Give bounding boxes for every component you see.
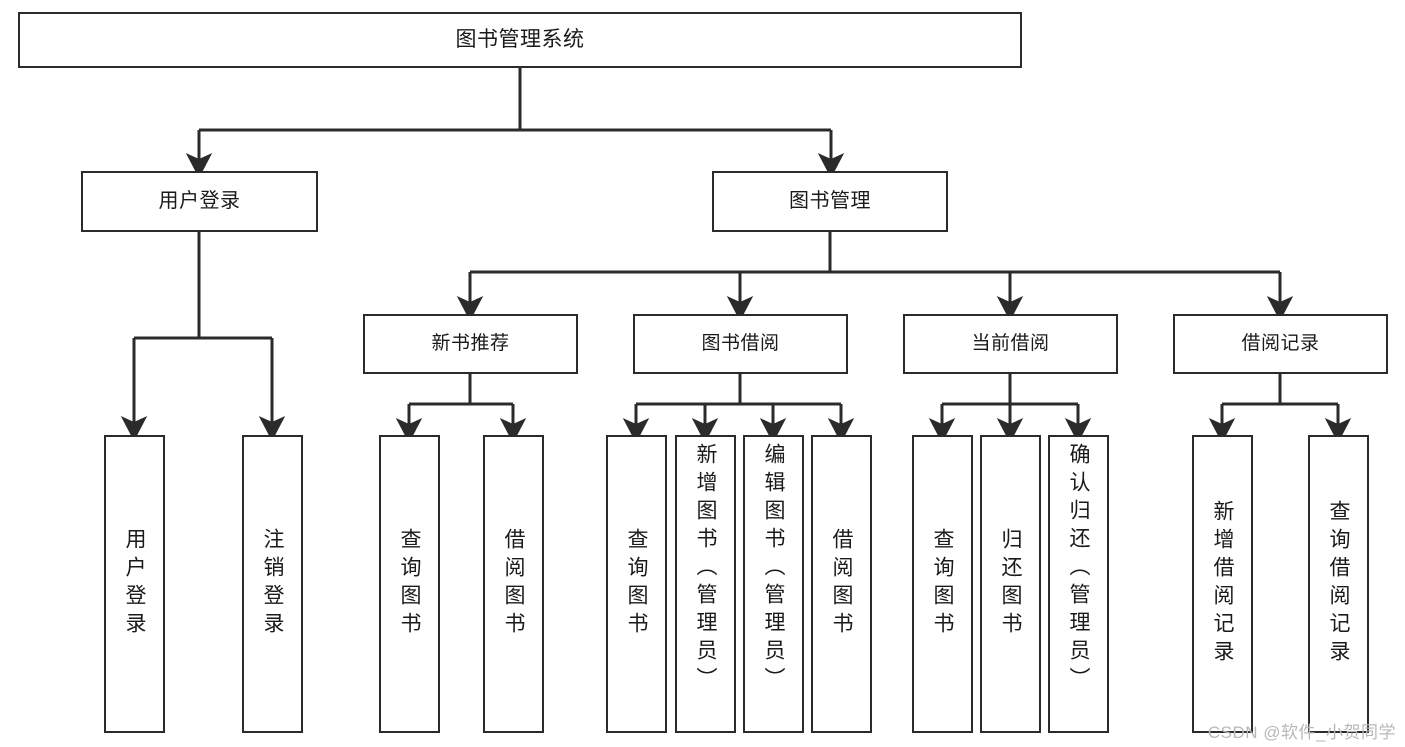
leaf-add-book-admin[interactable]: 新增图书（管理员）	[675, 435, 736, 733]
node-label: 当前借阅	[971, 333, 1050, 355]
leaf-logout[interactable]: 注销登录	[242, 435, 303, 733]
node-label: 图书借阅	[701, 333, 780, 355]
node-label: 用户登录	[158, 190, 241, 212]
node-label: 查询图书	[931, 528, 954, 640]
node-new-book-recommendation[interactable]: 新书推荐	[363, 314, 578, 374]
leaf-add-borrow-record[interactable]: 新增借阅记录	[1192, 435, 1253, 733]
node-label: 新增借阅记录	[1211, 500, 1234, 668]
node-label: 新增图书（管理员）	[694, 443, 717, 695]
node-label: 查询借阅记录	[1327, 500, 1350, 668]
node-label: 归还图书	[999, 528, 1022, 640]
node-user-login[interactable]: 用户登录	[81, 171, 318, 232]
leaf-confirm-return-admin[interactable]: 确认归还（管理员）	[1048, 435, 1109, 733]
node-label: 借阅图书	[830, 528, 853, 640]
leaf-return-book[interactable]: 归还图书	[980, 435, 1041, 733]
leaf-query-book-recommendation[interactable]: 查询图书	[379, 435, 440, 733]
node-label: 编辑图书（管理员）	[762, 443, 785, 695]
leaf-query-book-borrow[interactable]: 查询图书	[606, 435, 667, 733]
leaf-borrow-book[interactable]: 借阅图书	[811, 435, 872, 733]
node-current-borrow[interactable]: 当前借阅	[903, 314, 1118, 374]
node-label: 查询图书	[398, 528, 421, 640]
leaf-query-borrow-record[interactable]: 查询借阅记录	[1308, 435, 1369, 733]
node-label: 图书管理	[789, 190, 871, 212]
leaf-borrow-book-recommendation[interactable]: 借阅图书	[483, 435, 544, 733]
node-borrow-record[interactable]: 借阅记录	[1173, 314, 1388, 374]
node-label: 查询图书	[625, 528, 648, 640]
csdn-watermark: CSDN @软件_小贺同学	[1207, 723, 1396, 742]
leaf-query-book-current[interactable]: 查询图书	[912, 435, 973, 733]
node-label: 新书推荐	[431, 333, 510, 355]
node-label: 图书管理系统	[455, 27, 585, 51]
node-book-manage[interactable]: 图书管理	[712, 171, 948, 232]
node-book-management-system[interactable]: 图书管理系统	[18, 12, 1022, 68]
node-label: 用户登录	[123, 528, 146, 640]
node-book-borrow[interactable]: 图书借阅	[633, 314, 848, 374]
leaf-user-login[interactable]: 用户登录	[104, 435, 165, 733]
node-label: 注销登录	[261, 528, 284, 640]
node-label: 确认归还（管理员）	[1067, 443, 1090, 695]
node-label: 借阅记录	[1241, 333, 1320, 355]
node-label: 借阅图书	[502, 528, 525, 640]
leaf-edit-book-admin[interactable]: 编辑图书（管理员）	[743, 435, 804, 733]
